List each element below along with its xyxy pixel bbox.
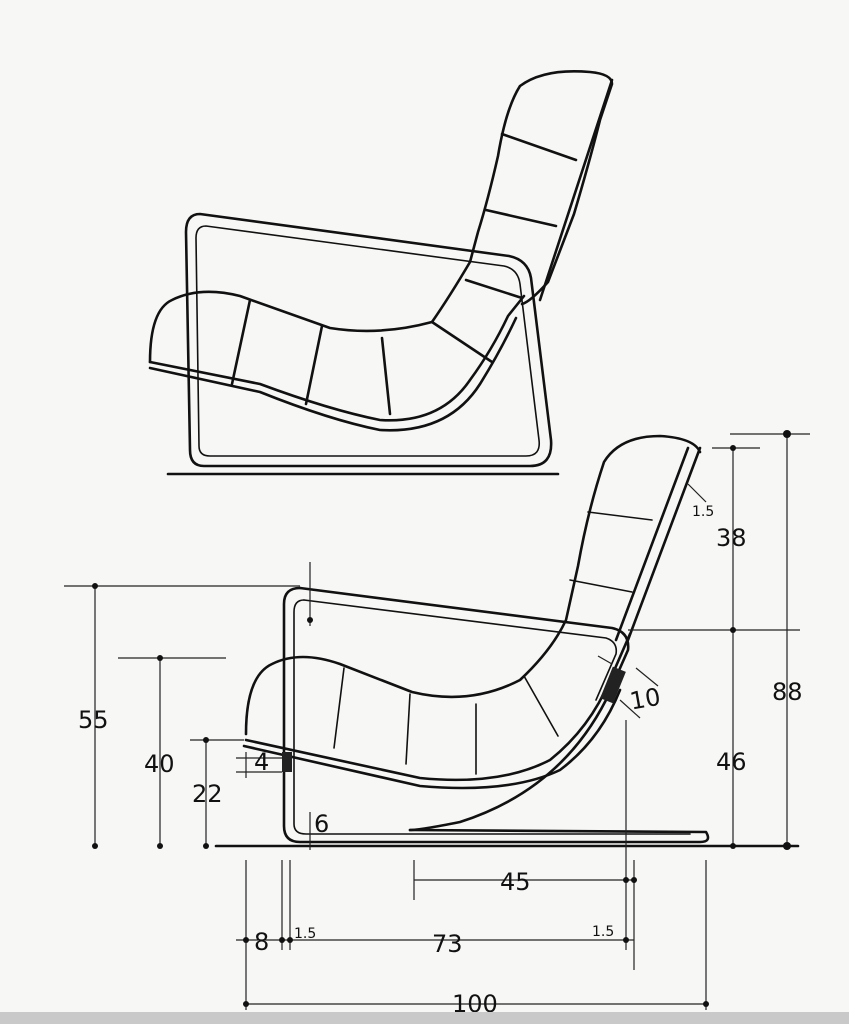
upper-cushion-top bbox=[148, 70, 614, 364]
upper-divider-6 bbox=[484, 208, 558, 228]
dim-total-height: 88 bbox=[772, 678, 803, 706]
upper-divider-4 bbox=[430, 320, 494, 364]
lower-seat-rail bbox=[242, 688, 622, 790]
dim-tube-right: 1.5 bbox=[592, 924, 614, 940]
lower-cushion-top bbox=[244, 434, 702, 736]
dim-front-offset: 8 bbox=[254, 928, 269, 956]
upper-cushion-bottom bbox=[148, 294, 526, 422]
upper-chair-view bbox=[148, 70, 614, 476]
upper-divider-2 bbox=[304, 324, 324, 406]
lower-divider-4 bbox=[523, 675, 559, 737]
lower-frame-leg bbox=[282, 586, 710, 844]
dim-tube-left: 1.5 bbox=[294, 926, 316, 942]
seat-thickness-hatch bbox=[282, 752, 292, 772]
lower-divider-2 bbox=[405, 693, 411, 765]
dim-seat-front-height: 22 bbox=[192, 780, 223, 808]
lower-divider-1 bbox=[333, 667, 345, 749]
upper-divider-7 bbox=[500, 132, 578, 162]
dim-tube-top: 1.5 bbox=[692, 504, 714, 520]
dim-seat-thickness: 4 bbox=[254, 748, 269, 776]
upper-frame-inner bbox=[195, 225, 541, 457]
dimension-lines bbox=[64, 430, 810, 1010]
upper-seat-rail bbox=[148, 316, 518, 432]
upper-divider-3 bbox=[380, 336, 392, 416]
dim-seat-height: 40 bbox=[144, 750, 175, 778]
upper-divider-5 bbox=[464, 278, 524, 300]
dim-frame-depth: 73 bbox=[432, 930, 463, 958]
back-thickness-hatch bbox=[600, 666, 626, 704]
lower-armrest-outer bbox=[298, 586, 630, 832]
lower-frame-leg-inner bbox=[293, 599, 691, 835]
lower-back-rail bbox=[626, 446, 702, 642]
lower-back-rail-inner bbox=[614, 446, 690, 642]
upper-frame-outer bbox=[184, 212, 553, 468]
bottom-scan-strip bbox=[0, 1012, 849, 1024]
dim-base-offset: 6 bbox=[314, 810, 329, 838]
upper-back-rail bbox=[538, 78, 614, 302]
dim-back-upper: 38 bbox=[716, 524, 747, 552]
lower-chair-view bbox=[214, 434, 800, 848]
dim-back-lower: 46 bbox=[716, 748, 747, 776]
dim-seat-depth: 45 bbox=[500, 868, 531, 896]
upper-divider-1 bbox=[230, 298, 252, 386]
lower-divider-5 bbox=[569, 579, 633, 593]
dim-arm-height: 55 bbox=[78, 706, 109, 734]
dim-back-thickness: 10 bbox=[628, 683, 663, 716]
lower-cushion-bottom bbox=[244, 632, 632, 782]
lower-armrest-inner bbox=[303, 599, 618, 701]
lower-divider-6 bbox=[587, 511, 653, 521]
